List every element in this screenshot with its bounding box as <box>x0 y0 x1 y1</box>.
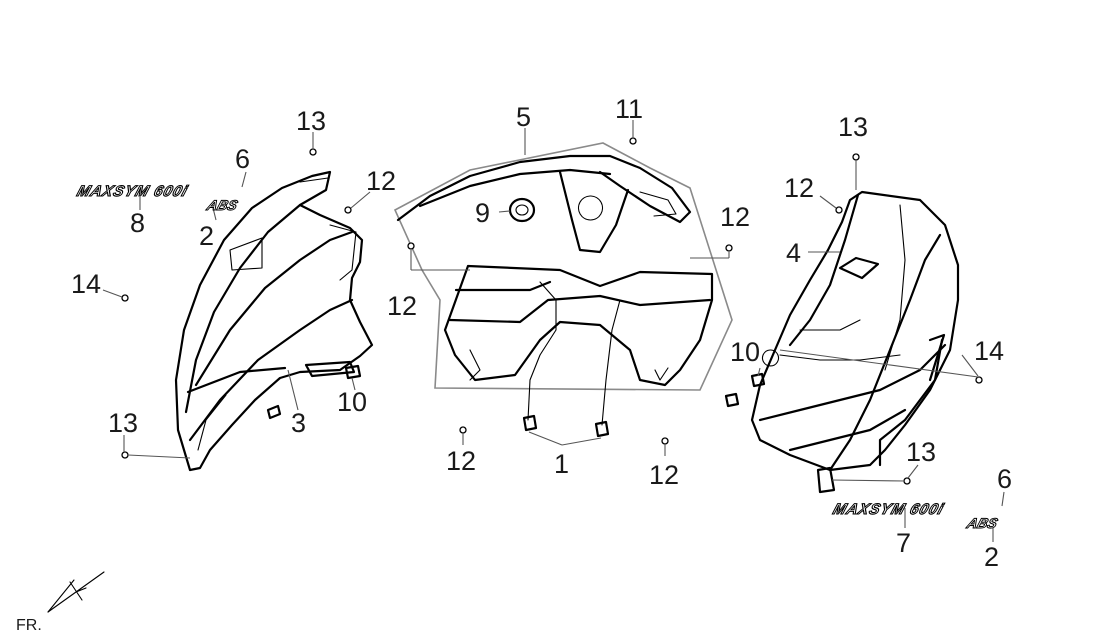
emblem-right-abs-text: ABS <box>964 516 1000 532</box>
emblem-right-model: MAXSYM 600i <box>830 501 947 519</box>
left-side-cover <box>174 170 374 472</box>
leader-lines <box>102 120 1005 542</box>
callout-13: 13 <box>906 437 936 467</box>
emblem-right-abs: ABS <box>963 516 1000 533</box>
fuel-cap-part <box>508 197 536 223</box>
callout-13: 13 <box>108 408 138 438</box>
callout-6: 6 <box>997 464 1012 494</box>
center-inner-cover <box>393 142 733 426</box>
callout-6: 6 <box>235 144 250 174</box>
callout-12: 12 <box>720 202 750 232</box>
callout-7: 7 <box>896 528 911 558</box>
callout-8: 8 <box>130 208 145 238</box>
callout-1: 1 <box>554 449 569 479</box>
callout-4: 4 <box>786 238 801 268</box>
callout-2: 2 <box>199 221 214 251</box>
callout-12: 12 <box>387 291 417 321</box>
callout-12: 12 <box>784 173 814 203</box>
callout-10: 10 <box>337 387 367 417</box>
callout-2: 2 <box>984 542 999 572</box>
callout-12: 12 <box>446 446 476 476</box>
emblem-left-model-text: MAXSYM 600i <box>75 183 190 200</box>
callout-12: 12 <box>649 460 679 490</box>
callout-13: 13 <box>296 106 326 136</box>
callout-14: 14 <box>71 269 101 299</box>
callout-12: 12 <box>366 166 396 196</box>
callout-5: 5 <box>516 102 531 132</box>
emblem-right-model-text: MAXSYM 600i <box>831 501 946 518</box>
front-label: FR. <box>16 617 42 634</box>
callout-14: 14 <box>974 336 1004 366</box>
callout-11: 11 <box>615 94 643 124</box>
callout-10: 10 <box>730 337 760 367</box>
right-side-cover <box>750 190 960 494</box>
emblem-left-model: MAXSYM 600i <box>74 183 191 201</box>
callout-labels: 13 6 12 8 2 14 13 3 10 5 11 9 12 12 12 1… <box>71 94 1012 572</box>
callout-3: 3 <box>291 408 306 438</box>
callout-9: 9 <box>475 198 490 228</box>
emblem-left-abs: ABS <box>203 198 240 215</box>
front-direction-indicator: FR. <box>16 571 105 634</box>
callout-13: 13 <box>838 112 868 142</box>
emblem-left-abs-text: ABS <box>204 198 240 214</box>
